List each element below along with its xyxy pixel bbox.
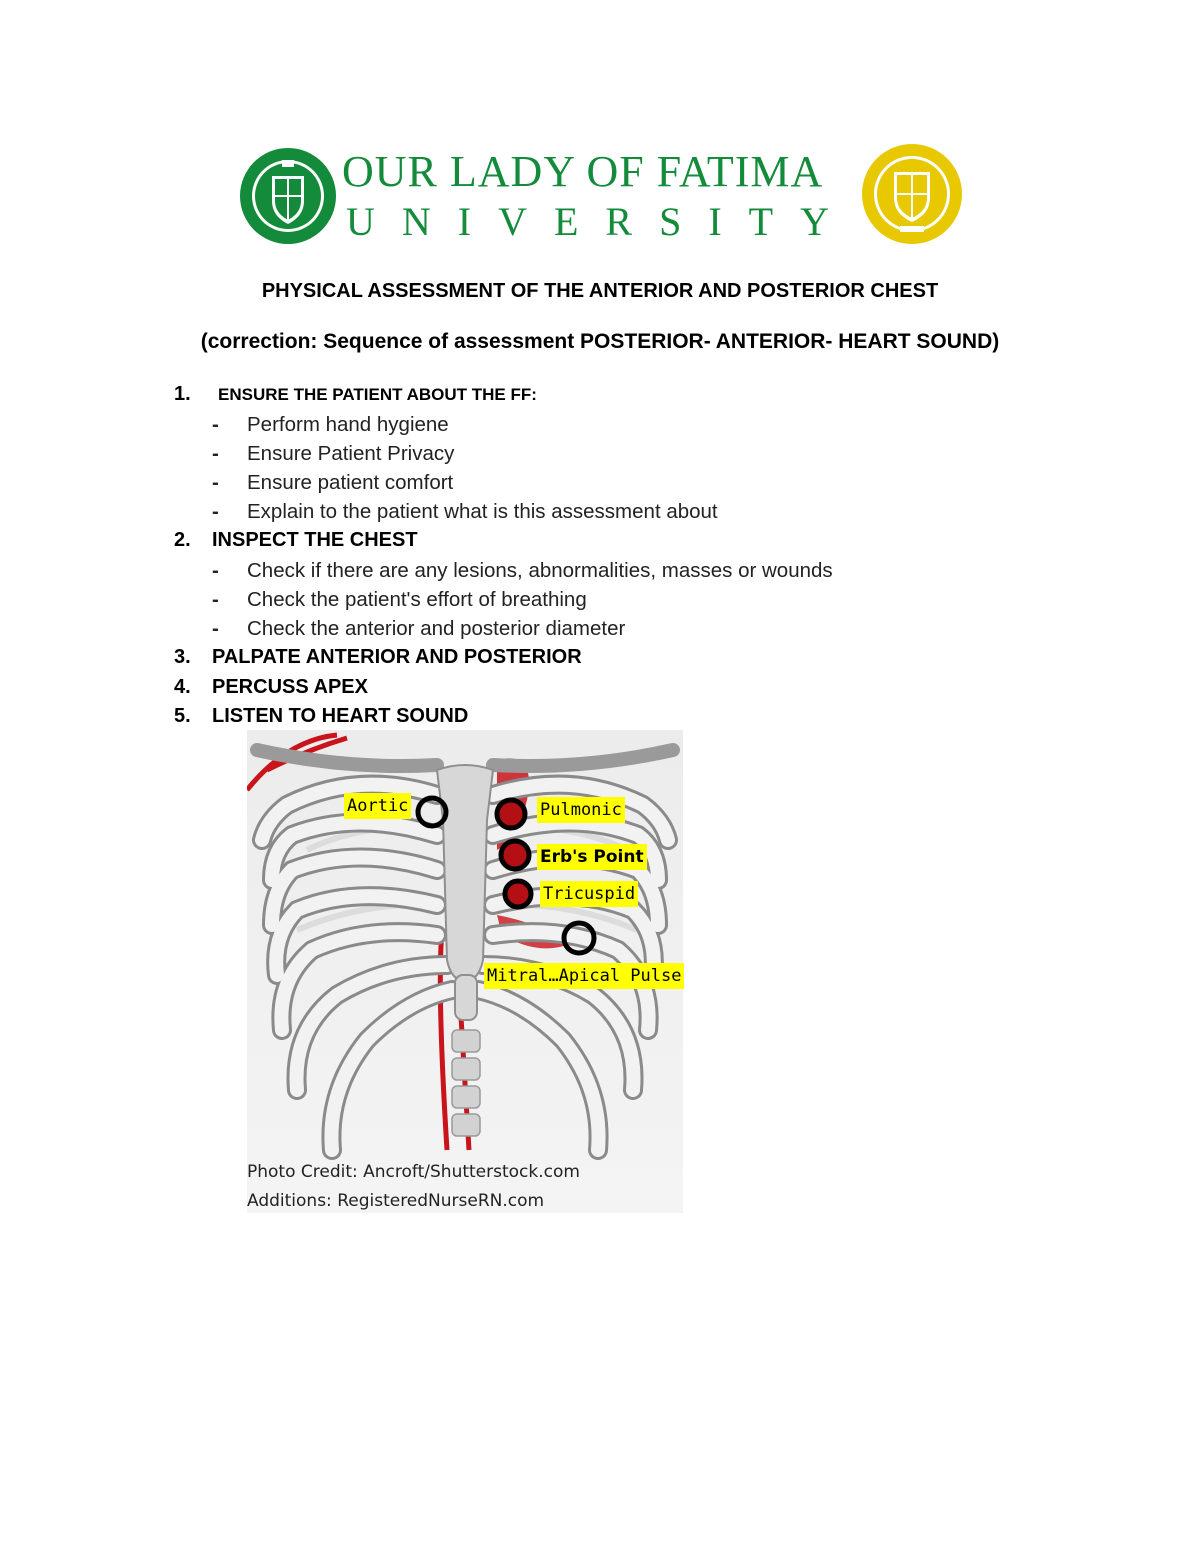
assessment-steps: 1. ENSURE THE PATIENT ABOUT THE FF: - Pe…	[174, 380, 1074, 732]
step-number: 2.	[174, 529, 191, 552]
list-item-text: Perform hand hygiene	[247, 412, 449, 436]
list-item: - Ensure patient comfort	[174, 468, 1074, 497]
university-header: OUR LADY OF FATIMA UNIVERSITY	[238, 144, 968, 246]
list-item: - Explain to the patient what is this as…	[174, 497, 1074, 526]
step-3: 3. PALPATE ANTERIOR AND POSTERIOR	[174, 643, 1074, 673]
tricuspid-label: Tricuspid	[540, 881, 639, 907]
bullet-dash: -	[212, 441, 219, 465]
photo-credit: Photo Credit: Ancroft/Shutterstock.com	[247, 1162, 580, 1182]
list-item: - Check the patient's effort of breathin…	[174, 585, 1074, 614]
bullet-dash: -	[212, 500, 219, 524]
list-item: - Check if there are any lesions, abnorm…	[174, 556, 1074, 585]
step-heading: PALPATE ANTERIOR AND POSTERIOR	[212, 646, 582, 669]
correction-note: (correction: Sequence of assessment POST…	[200, 330, 1000, 353]
bullet-dash: -	[212, 617, 219, 641]
bullet-dash: -	[212, 558, 219, 582]
list-item-text: Ensure patient comfort	[247, 470, 454, 494]
list-item-text: Ensure Patient Privacy	[247, 441, 455, 465]
list-item: - Ensure Patient Privacy	[174, 439, 1074, 468]
step-1: 1. ENSURE THE PATIENT ABOUT THE FF:	[174, 380, 1074, 410]
step-number: 1.	[174, 383, 191, 405]
step-heading: PERCUSS APEX	[212, 675, 368, 698]
erbs-point-label: Erb's Point	[537, 844, 647, 870]
list-item: - Perform hand hygiene	[174, 410, 1074, 439]
step-2: 2. INSPECT THE CHEST	[174, 526, 1074, 556]
mitral-apical-pulse-label: Mitral…Apical Pulse	[484, 963, 685, 989]
step-4: 4. PERCUSS APEX	[174, 673, 1074, 703]
bullet-dash: -	[212, 587, 219, 611]
university-wordmark: OUR LADY OF FATIMA UNIVERSITY	[342, 146, 850, 246]
list-item: - Check the anterior and posterior diame…	[174, 614, 1074, 643]
step-heading: ENSURE THE PATIENT ABOUT THE FF:	[218, 385, 537, 404]
step-number: 3.	[174, 646, 191, 669]
step-number: 5.	[174, 705, 191, 728]
heart-sound-diagram: Aortic Pulmonic Erb's Point Tricuspid Mi…	[247, 730, 685, 1213]
list-item-text: Check the patient's effort of breathing	[247, 587, 587, 611]
aortic-label: Aortic	[344, 793, 412, 819]
university-seal-gold-icon	[862, 144, 962, 244]
wordmark-line2: UNIVERSITY	[346, 199, 856, 244]
step-number: 4.	[174, 675, 191, 698]
step-heading: LISTEN TO HEART SOUND	[212, 705, 469, 728]
list-item-text: Check the anterior and posterior diamete…	[247, 617, 626, 641]
pulmonic-label: Pulmonic	[537, 797, 625, 823]
wordmark-line1: OUR LADY OF FATIMA	[342, 147, 824, 196]
list-item-text: Explain to the patient what is this asse…	[247, 500, 718, 524]
step-heading: INSPECT THE CHEST	[212, 529, 418, 552]
bullet-dash: -	[212, 470, 219, 494]
step-5: 5. LISTEN TO HEART SOUND	[174, 702, 1074, 732]
additions-credit: Additions: RegisteredNurseRN.com	[247, 1191, 545, 1211]
university-seal-green-icon	[240, 148, 336, 244]
bullet-dash: -	[212, 412, 219, 436]
auscultation-markers	[415, 795, 597, 956]
list-item-text: Check if there are any lesions, abnormal…	[247, 558, 833, 582]
document-title: PHYSICAL ASSESSMENT OF THE ANTERIOR AND …	[261, 280, 939, 302]
